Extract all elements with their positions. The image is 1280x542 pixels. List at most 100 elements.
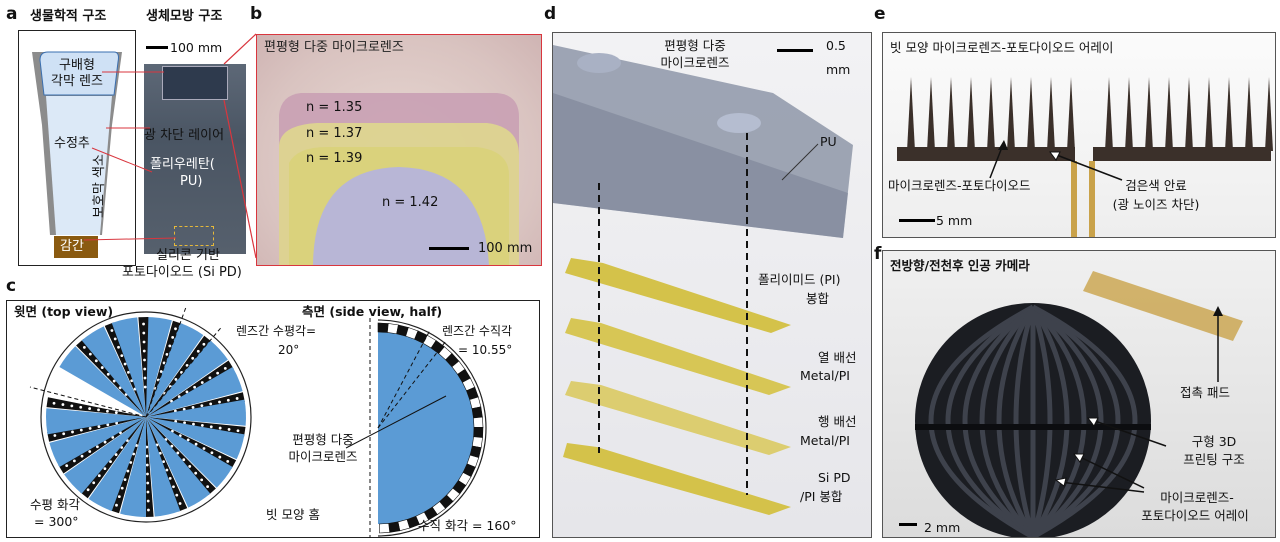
scale-bar-d-label-2: mm bbox=[826, 62, 851, 77]
top-view-lens-wedge bbox=[81, 326, 146, 417]
panel-label-c: c bbox=[6, 276, 17, 296]
top-view-dot bbox=[97, 474, 101, 478]
scale-bar-d bbox=[777, 49, 813, 52]
top-view-dot bbox=[110, 329, 114, 332]
top-view-dot bbox=[162, 460, 165, 464]
top-view-dot bbox=[176, 451, 180, 455]
polyurethane-label-1: 폴리우레탄( bbox=[150, 157, 215, 172]
top-view-dot bbox=[196, 349, 200, 353]
comb-tooth bbox=[1185, 77, 1193, 151]
top-view-lens-wedge bbox=[45, 408, 146, 435]
camera-photo bbox=[882, 250, 1276, 538]
microlens-bump-1 bbox=[577, 53, 621, 73]
top-view-comb-groove bbox=[47, 417, 146, 442]
top-view-dot bbox=[114, 411, 118, 414]
top-view-dot bbox=[180, 370, 183, 374]
top-view-dot bbox=[185, 363, 189, 367]
top-view-dot bbox=[103, 440, 107, 444]
top-view-dot bbox=[117, 495, 121, 499]
horizontal-angle-label-1: 렌즈간 수평각= bbox=[236, 324, 317, 338]
top-view-lens-wedge bbox=[146, 399, 246, 426]
top-view-dot bbox=[100, 366, 104, 369]
top-view-comb-groove bbox=[146, 417, 237, 470]
top-view-dot bbox=[145, 454, 149, 458]
top-view-dot bbox=[142, 331, 146, 335]
top-view-dot bbox=[92, 481, 96, 485]
top-view-dot bbox=[80, 454, 84, 458]
top-view-dot bbox=[218, 400, 221, 404]
side-view-lens-half bbox=[378, 332, 474, 524]
top-view-dot bbox=[88, 450, 92, 453]
top-view-dot bbox=[185, 390, 189, 394]
ommatidium-diagram bbox=[18, 30, 136, 266]
top-view-dot bbox=[191, 406, 195, 409]
top-view-dot bbox=[130, 379, 134, 383]
side-angle-guide-2 bbox=[377, 341, 447, 429]
panel-f-title: 전방향/전천후 인공 카메라 bbox=[890, 258, 1030, 273]
panel-c-frame bbox=[6, 300, 540, 538]
top-view-dot bbox=[123, 362, 127, 366]
top-view-dot bbox=[114, 453, 118, 456]
layer-label-2a: 열 배선 bbox=[818, 350, 857, 365]
top-view-dot bbox=[53, 434, 57, 437]
top-view-comb-groove bbox=[58, 417, 146, 474]
sphere-rib bbox=[1030, 305, 1070, 537]
top-view-dot bbox=[62, 432, 66, 436]
pu-leader bbox=[781, 143, 819, 181]
top-view-dot bbox=[142, 322, 145, 326]
top-view-dot bbox=[145, 445, 149, 449]
top-view-dot bbox=[194, 442, 198, 446]
top-view-comb-groove bbox=[104, 322, 146, 417]
top-view-dot bbox=[177, 395, 181, 399]
scale-bar-b bbox=[429, 247, 469, 250]
comb-array-photo bbox=[882, 32, 1276, 238]
top-view-lens-wedge bbox=[146, 367, 243, 417]
printed-structure-label-1: 구형 3D bbox=[1191, 434, 1237, 449]
cornea-lens-shape bbox=[39, 51, 119, 96]
top-view-dot bbox=[97, 425, 101, 428]
top-view-dot bbox=[178, 502, 182, 505]
top-view-dot bbox=[191, 356, 195, 360]
top-view-dot bbox=[146, 499, 150, 503]
f-microlens-pd-label-2: 포토다이오드 어레이 bbox=[1141, 508, 1249, 523]
top-view-dot bbox=[147, 508, 150, 512]
light-block-layer-label: 광 차단 레이어 bbox=[144, 128, 225, 143]
top-view-dot bbox=[216, 371, 220, 375]
panel-e-arrows bbox=[989, 140, 1123, 181]
sphere-rib bbox=[1030, 306, 1053, 537]
sphere-rib bbox=[928, 304, 1035, 537]
sphere-rib bbox=[962, 305, 1035, 537]
top-view-dot bbox=[88, 426, 92, 430]
comb-tooth bbox=[987, 77, 995, 151]
top-view-dot bbox=[174, 378, 178, 381]
flat-microlens-label-1: 편평형 다중 bbox=[292, 432, 354, 447]
crystalline-cone-shape bbox=[46, 96, 112, 235]
top-view-dot bbox=[194, 471, 198, 475]
top-view-dot bbox=[226, 398, 230, 402]
top-view-dot bbox=[235, 397, 239, 400]
comb-tooth bbox=[1027, 77, 1035, 151]
top-view-dot bbox=[170, 444, 174, 448]
sphere-rib bbox=[1013, 306, 1036, 537]
scale-bar-b-label: 100 mm bbox=[478, 241, 533, 256]
n-value-1: n = 1.35 bbox=[306, 100, 363, 115]
vertical-angle-label-1: 렌즈간 수직각 bbox=[442, 324, 513, 338]
sphere-rib bbox=[1031, 305, 1087, 537]
side-view-rim-segment bbox=[379, 523, 391, 534]
fov-guide bbox=[29, 386, 147, 418]
layer-label-4a: Si PD bbox=[818, 470, 851, 485]
layer-column-metal bbox=[565, 318, 791, 395]
top-view-dot bbox=[182, 458, 186, 462]
top-view-dot bbox=[126, 469, 130, 473]
layer-label-1a: 폴리이미드 (PI) bbox=[758, 272, 841, 287]
top-view-dot bbox=[120, 486, 124, 490]
top-view-dot bbox=[143, 367, 147, 371]
top-view-comb-groove bbox=[146, 392, 245, 417]
black-dye-label-1: 검은색 안료 bbox=[1125, 178, 1187, 193]
top-view-lens-wedge bbox=[49, 417, 146, 467]
top-view-dot bbox=[183, 421, 186, 425]
top-view-lens-wedge bbox=[146, 417, 245, 460]
top-view-lens-wedge bbox=[64, 417, 146, 494]
layer-label-4b: /PI 봉합 bbox=[800, 489, 843, 504]
top-view-dot bbox=[208, 376, 212, 380]
